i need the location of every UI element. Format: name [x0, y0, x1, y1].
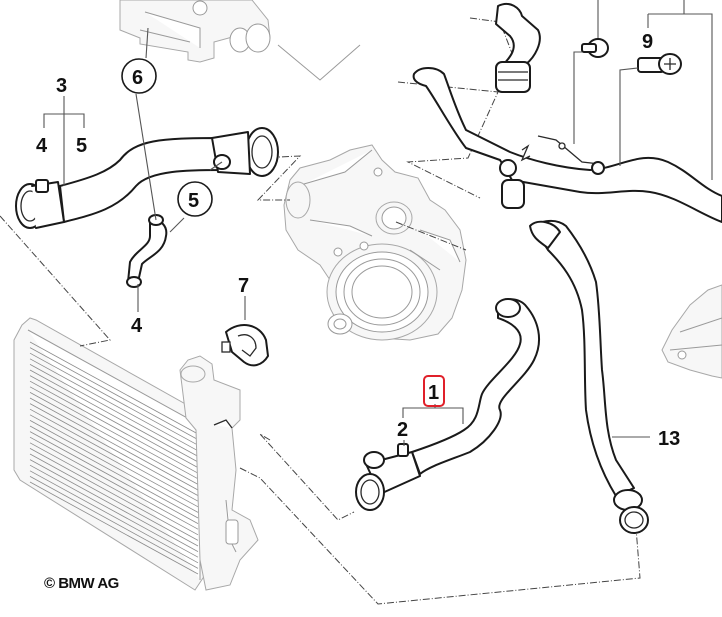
radiator-fin — [29, 436, 199, 530]
callout-2[interactable]: 2 — [397, 419, 408, 441]
callout-7[interactable]: 7 — [238, 275, 249, 297]
radiator-fin — [29, 414, 199, 508]
callout-label: 9 — [642, 31, 653, 53]
radiator-fin — [29, 347, 199, 440]
radiator-fin — [29, 364, 199, 457]
radiator-fin — [29, 358, 199, 452]
radiator-fin — [29, 464, 199, 558]
radiator-fin — [29, 386, 199, 480]
hose-clamp — [221, 324, 269, 367]
radiator — [13, 317, 259, 591]
callout-label: 7 — [238, 275, 249, 297]
callout-label: 13 — [658, 428, 680, 450]
callout-13[interactable]: 13 — [658, 428, 680, 450]
radiator-fin — [29, 375, 199, 468]
engine-mount-fragment — [661, 284, 722, 379]
callout-label: 3 — [56, 75, 67, 97]
callout-3-sub-5[interactable]: 5 — [76, 135, 87, 157]
radiator-fin — [29, 470, 199, 564]
radiator-fin — [29, 408, 199, 502]
hose-connector-left — [15, 179, 65, 229]
callout-label: 1 — [428, 382, 439, 404]
radiator-fin — [29, 403, 199, 496]
hose-end-connector — [613, 489, 649, 534]
radiator-fin — [29, 476, 199, 569]
lower-return-hose — [529, 220, 649, 534]
bolt-part-8 — [581, 38, 609, 58]
copyright-notice: © BMW AG — [44, 575, 119, 592]
callout-label: 2 — [397, 419, 408, 441]
screw-part-9 — [637, 53, 682, 75]
callout-9[interactable]: 9 — [642, 31, 653, 53]
upper-bypass-hose — [412, 67, 722, 223]
lower-radiator-hose — [355, 298, 541, 511]
callout-3-sub-4[interactable]: 4 — [36, 135, 48, 157]
radiator-fin — [29, 442, 199, 536]
engine-block-fragment — [119, 0, 361, 81]
callout-label: 5 — [188, 190, 199, 212]
tee-connector — [499, 159, 525, 209]
elbow-hose — [495, 2, 541, 93]
radiator-fin — [29, 481, 199, 575]
radiator-fin — [29, 459, 199, 552]
radiator-fin — [29, 341, 199, 435]
radiator-fin — [29, 397, 199, 491]
radiator-fin — [29, 448, 199, 541]
callout-3[interactable]: 3 — [56, 75, 67, 97]
radiator-fins — [29, 341, 199, 575]
upper-radiator-hose — [15, 127, 279, 229]
radiator-fin — [29, 392, 199, 485]
hose-connector-right — [211, 127, 279, 177]
callout-6[interactable]: 6 — [121, 58, 157, 94]
radiator-fin — [29, 453, 199, 547]
leader-lines — [43, 0, 713, 446]
callout-4[interactable]: 4 — [131, 315, 143, 337]
bleed-screw-part-2 — [397, 443, 409, 457]
callout-label: 6 — [132, 67, 143, 89]
water-pump — [283, 144, 467, 341]
radiator-fin — [29, 369, 199, 463]
bleed-hose — [126, 214, 168, 288]
hose-connector-tee — [355, 451, 421, 511]
radiator-fin — [29, 425, 199, 519]
callout-label: 5 — [76, 135, 87, 157]
radiator-fin — [29, 380, 199, 474]
radiator-fin — [29, 352, 199, 446]
callout-label: 4 — [131, 315, 143, 337]
selection-highlight — [423, 375, 445, 407]
radiator-fin — [29, 420, 199, 513]
callout-5[interactable]: 5 — [177, 181, 213, 217]
radiator-fin — [29, 431, 199, 524]
callout-label: 4 — [36, 135, 48, 157]
callout-1-selected[interactable]: 1 — [423, 375, 445, 407]
